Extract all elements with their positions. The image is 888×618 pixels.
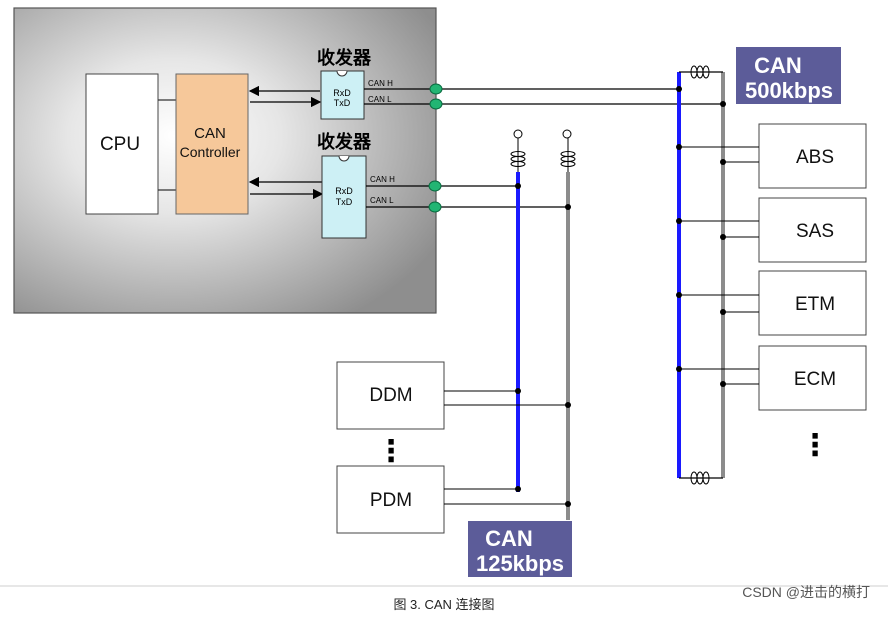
transceiver-top-rxd: RxD xyxy=(333,88,351,98)
transceiver-bottom xyxy=(321,155,367,239)
node-ecm: ECM xyxy=(676,345,867,411)
cpu-block xyxy=(85,73,159,215)
transceiver-notch xyxy=(336,70,348,77)
node-abs: ABS xyxy=(676,123,867,189)
bus-fast-label-box xyxy=(736,47,841,104)
junction-dot xyxy=(565,204,571,210)
can-controller-block xyxy=(175,73,249,215)
node-pdm-label: PDM xyxy=(370,490,412,511)
transceiver-bottom-rxd: RxD xyxy=(335,186,353,196)
fast-termination-coil-icon xyxy=(690,65,710,485)
node-abs-label: ABS xyxy=(796,147,834,168)
transceiver-top-txd: TxD xyxy=(334,98,351,108)
node-ecm-label: ECM xyxy=(794,369,836,390)
slow-terminal-circle xyxy=(562,129,572,139)
transceiver-title-top: 收发器 xyxy=(317,47,372,68)
cpu-label: CPU xyxy=(100,134,140,155)
transceiver-bottom-txd: TxD xyxy=(336,197,353,207)
bus-slow-label-can: CAN xyxy=(485,526,533,551)
node-pdm: PDM xyxy=(336,465,571,534)
node-etm-label: ETM xyxy=(795,294,835,315)
fast-nodes-ellipsis: ⋮ xyxy=(800,429,830,462)
slow-termination-coil-icon xyxy=(510,151,576,167)
can-l-label-top: CAN L xyxy=(368,95,392,104)
node-etm: ETM xyxy=(676,270,867,336)
junction-dot xyxy=(515,183,521,189)
bus-fast-label-can: CAN xyxy=(754,53,802,78)
watermark: CSDN @进击的横打 xyxy=(742,584,870,600)
node-sas-label: SAS xyxy=(796,221,834,242)
junction-dot xyxy=(676,86,682,92)
node-sas: SAS xyxy=(676,197,867,263)
connector-can-l-slow xyxy=(428,201,442,213)
can-h-label-bottom: CAN H xyxy=(370,175,395,184)
controller-label-can: CAN xyxy=(194,125,226,142)
controller-label-controller: Controller xyxy=(180,144,241,160)
figure-caption: 图 3. CAN 连接图 xyxy=(393,597,494,612)
junction-dot xyxy=(720,101,726,107)
can-l-label-bottom: CAN L xyxy=(370,196,394,205)
slow-nodes-ellipsis: ⋮ xyxy=(376,435,406,468)
can-h-label-top: CAN H xyxy=(368,79,393,88)
connector-can-h-fast xyxy=(429,83,443,95)
node-ddm: DDM xyxy=(336,361,571,430)
slow-terminal-circle xyxy=(513,129,523,139)
transceiver-title-bottom: 收发器 xyxy=(317,131,372,152)
bus-fast-label-rate: 500kbps xyxy=(745,78,833,103)
transceiver-notch xyxy=(338,155,350,162)
connector-can-l-fast xyxy=(429,98,443,110)
bus-slow-label-box xyxy=(468,521,572,577)
node-ddm-label: DDM xyxy=(369,385,412,406)
bus-slow-label-rate: 125kbps xyxy=(476,551,564,576)
connector-can-h-slow xyxy=(428,180,442,192)
